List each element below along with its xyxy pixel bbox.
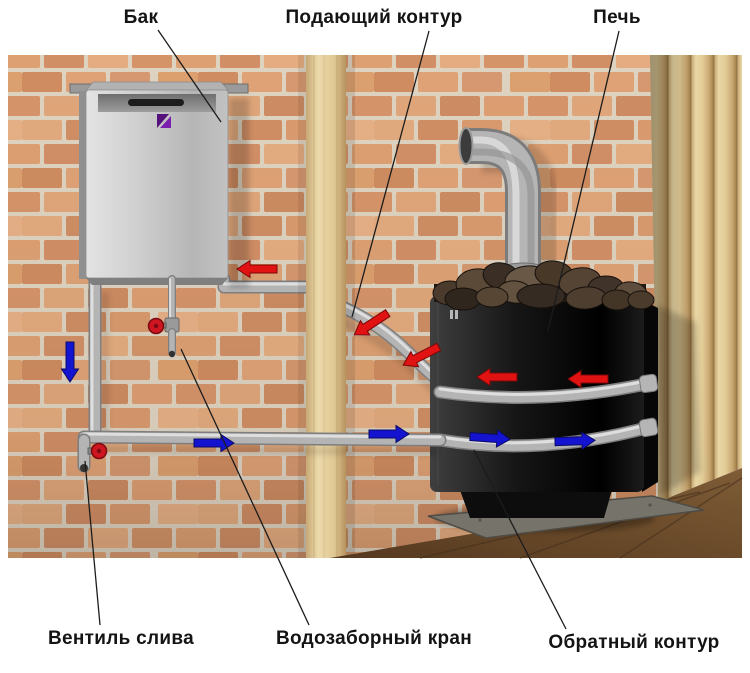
wood-beam: [298, 55, 355, 558]
labels: Бак Подающий контур Печь Вентиль слива В…: [48, 7, 719, 653]
sauna-stones: [432, 260, 655, 311]
tank-logo: [157, 114, 171, 128]
label-supply-circuit: Подающий контур: [285, 7, 462, 28]
heat-exchanger-lower-pipe: [433, 417, 659, 453]
tank-lid-slot: [128, 99, 184, 106]
label-tank: Бак: [124, 7, 159, 28]
pipe-shadows: [91, 292, 439, 456]
leader-line-tap: [180, 348, 310, 626]
stove-base: [460, 490, 612, 518]
drain-valve: [77, 433, 108, 473]
label-return-circuit: Обратный контур: [548, 632, 719, 653]
leader-line-tank: [157, 29, 222, 123]
leader-lines: [84, 29, 620, 630]
leader-line-stove: [547, 30, 620, 332]
leader-line-supply: [351, 30, 430, 318]
label-drain-valve: Вентиль слива: [48, 628, 194, 649]
label-water-tap: Водозаборный кран: [276, 628, 472, 649]
label-stove: Печь: [593, 7, 641, 28]
tank-downpipe: [88, 273, 102, 444]
stove-wall-shadow: [656, 305, 700, 495]
leader-line-return: [473, 449, 567, 630]
water-tap: [147, 275, 180, 358]
heat-exchanger-upper-pipe: [433, 373, 659, 404]
tank-group: [69, 81, 249, 285]
chimney-pipe: [458, 127, 547, 278]
tank-shadow: [229, 98, 249, 288]
leader-line-drain: [84, 460, 101, 626]
stove-logo: [450, 310, 458, 319]
